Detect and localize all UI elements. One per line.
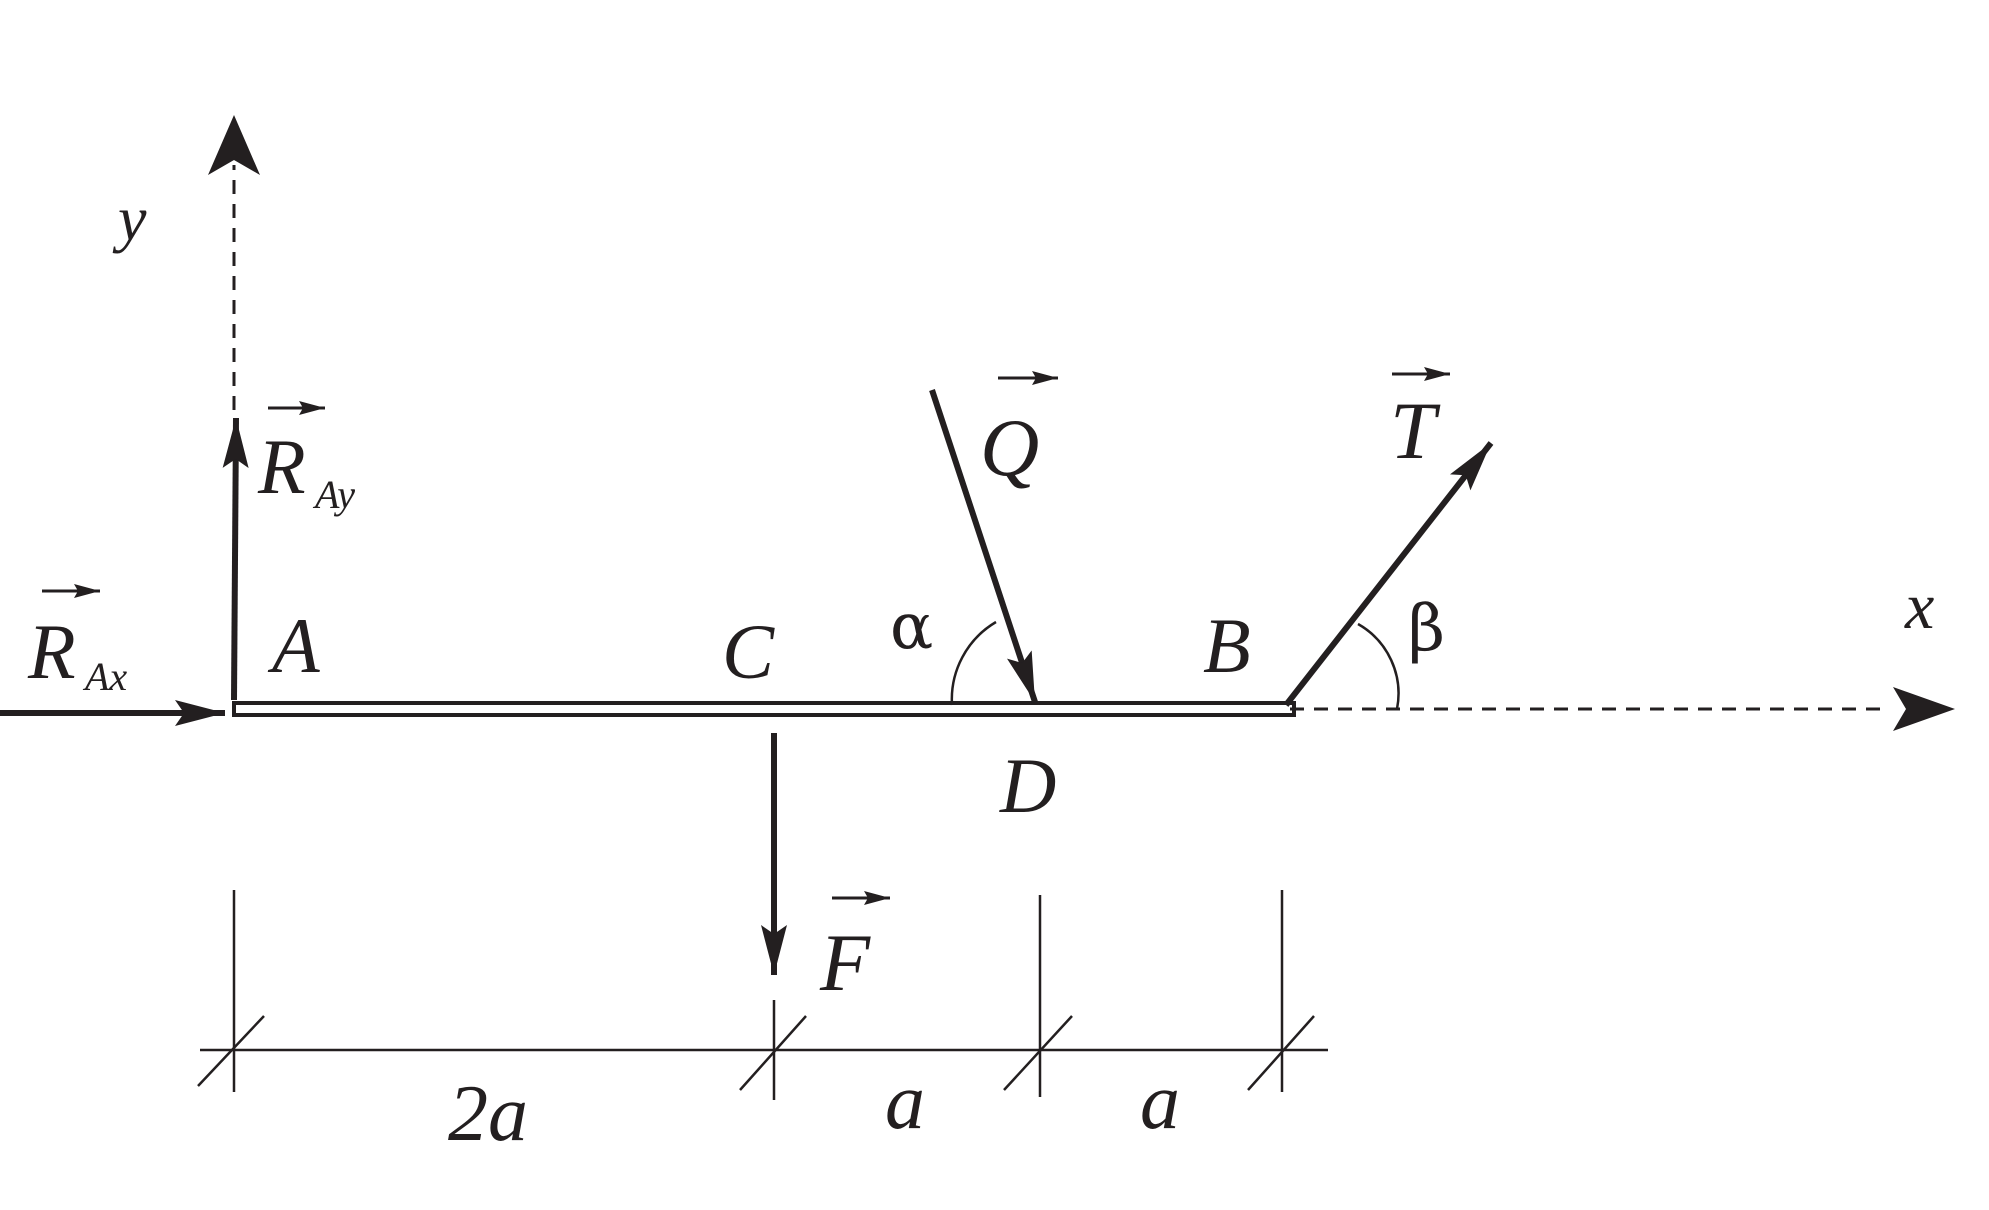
angle-beta-label: β — [1408, 592, 1445, 666]
dimension-lines: 2a a a — [197, 890, 1328, 1158]
force-r-ay-symbol: R — [257, 423, 306, 510]
force-t: T — [1283, 367, 1494, 707]
force-q-symbol: Q — [980, 402, 1039, 493]
point-d-label: D — [999, 742, 1056, 829]
point-b-label: B — [1203, 602, 1251, 689]
point-c-label: C — [722, 608, 775, 695]
dimension-cd-label: a — [885, 1058, 925, 1146]
angle-beta: β — [1357, 592, 1445, 710]
force-r-ay: R Ay — [222, 401, 355, 701]
angle-alpha: α — [890, 590, 997, 706]
x-axis: x — [1290, 570, 1955, 731]
y-axis-label: y — [112, 183, 147, 254]
dimension-db-label: a — [1140, 1058, 1180, 1146]
force-r-ax: R Ax — [0, 584, 225, 726]
force-r-ax-subscript: Ax — [82, 654, 127, 699]
force-f: F — [761, 733, 890, 1008]
force-t-symbol: T — [1390, 385, 1441, 476]
dimension-ac-label: 2a — [448, 1070, 528, 1158]
beam — [232, 701, 1296, 717]
force-r-ax-symbol: R — [27, 608, 76, 695]
force-q: Q — [929, 371, 1058, 703]
angle-alpha-label: α — [890, 590, 933, 664]
x-axis-label: x — [1904, 570, 1934, 643]
force-f-symbol: F — [819, 917, 871, 1008]
y-axis: y — [112, 115, 260, 410]
point-a-label: A — [267, 602, 320, 689]
force-r-ay-subscript: Ay — [312, 472, 355, 517]
